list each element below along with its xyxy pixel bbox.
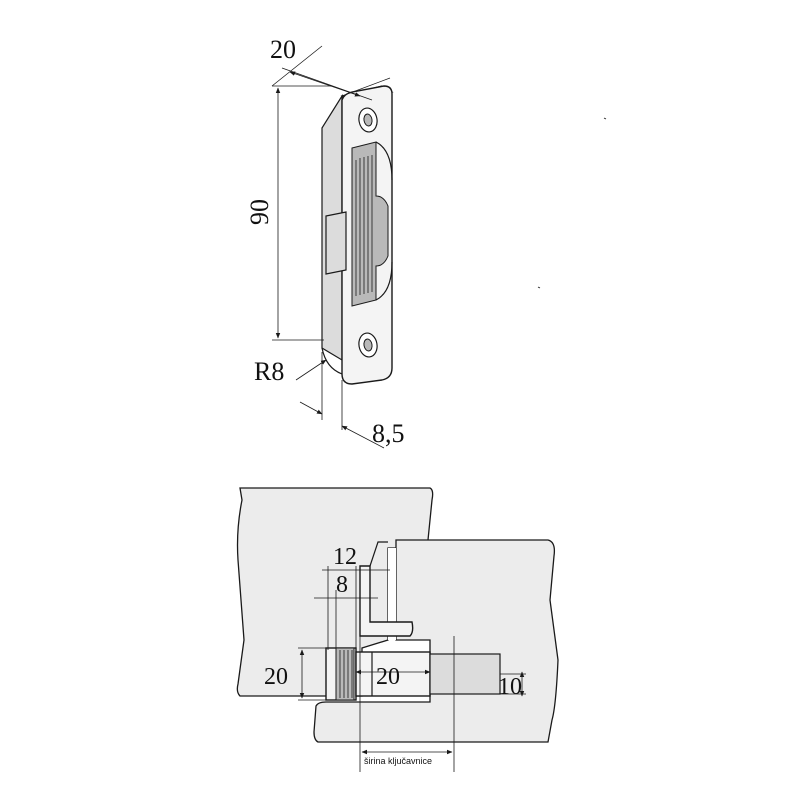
dim-depth-85-label: 8,5 xyxy=(372,419,405,448)
dim-12-label: 12 xyxy=(333,544,357,570)
section-view: 12 8 20 20 10 širina ključavnice xyxy=(236,487,559,772)
frame-panel xyxy=(236,487,434,697)
striker-section xyxy=(359,565,414,637)
channel-ribs xyxy=(355,155,373,296)
dim-depth-85 xyxy=(299,352,385,449)
dim-20-left xyxy=(298,647,330,701)
dim-10 xyxy=(500,671,526,697)
dim-20-mid-label: 20 xyxy=(376,664,400,690)
dim-height-90-label: 90 xyxy=(245,199,274,225)
dim-20-mid xyxy=(355,640,431,700)
dim-10-label: 10 xyxy=(498,674,522,700)
dim-height-90 xyxy=(272,85,332,341)
dim-20-left-label: 20 xyxy=(264,664,288,690)
lock-bolt xyxy=(325,647,501,701)
dim-12-8 xyxy=(314,566,390,650)
bolt-knurl xyxy=(339,650,353,698)
dim-width-20 xyxy=(271,45,391,101)
dim-8-label: 8 xyxy=(336,572,348,598)
dim-radius-r8 xyxy=(295,359,327,381)
dim-width-20-label: 20 xyxy=(270,35,296,64)
dim-radius-r8-label: R8 xyxy=(254,357,284,386)
striker-plate-view: 20 90 R8 8,5 xyxy=(245,35,607,449)
dim-key-width xyxy=(359,636,455,772)
key-width-label: širina ključavnice xyxy=(364,756,432,766)
striker-plate xyxy=(321,85,394,385)
